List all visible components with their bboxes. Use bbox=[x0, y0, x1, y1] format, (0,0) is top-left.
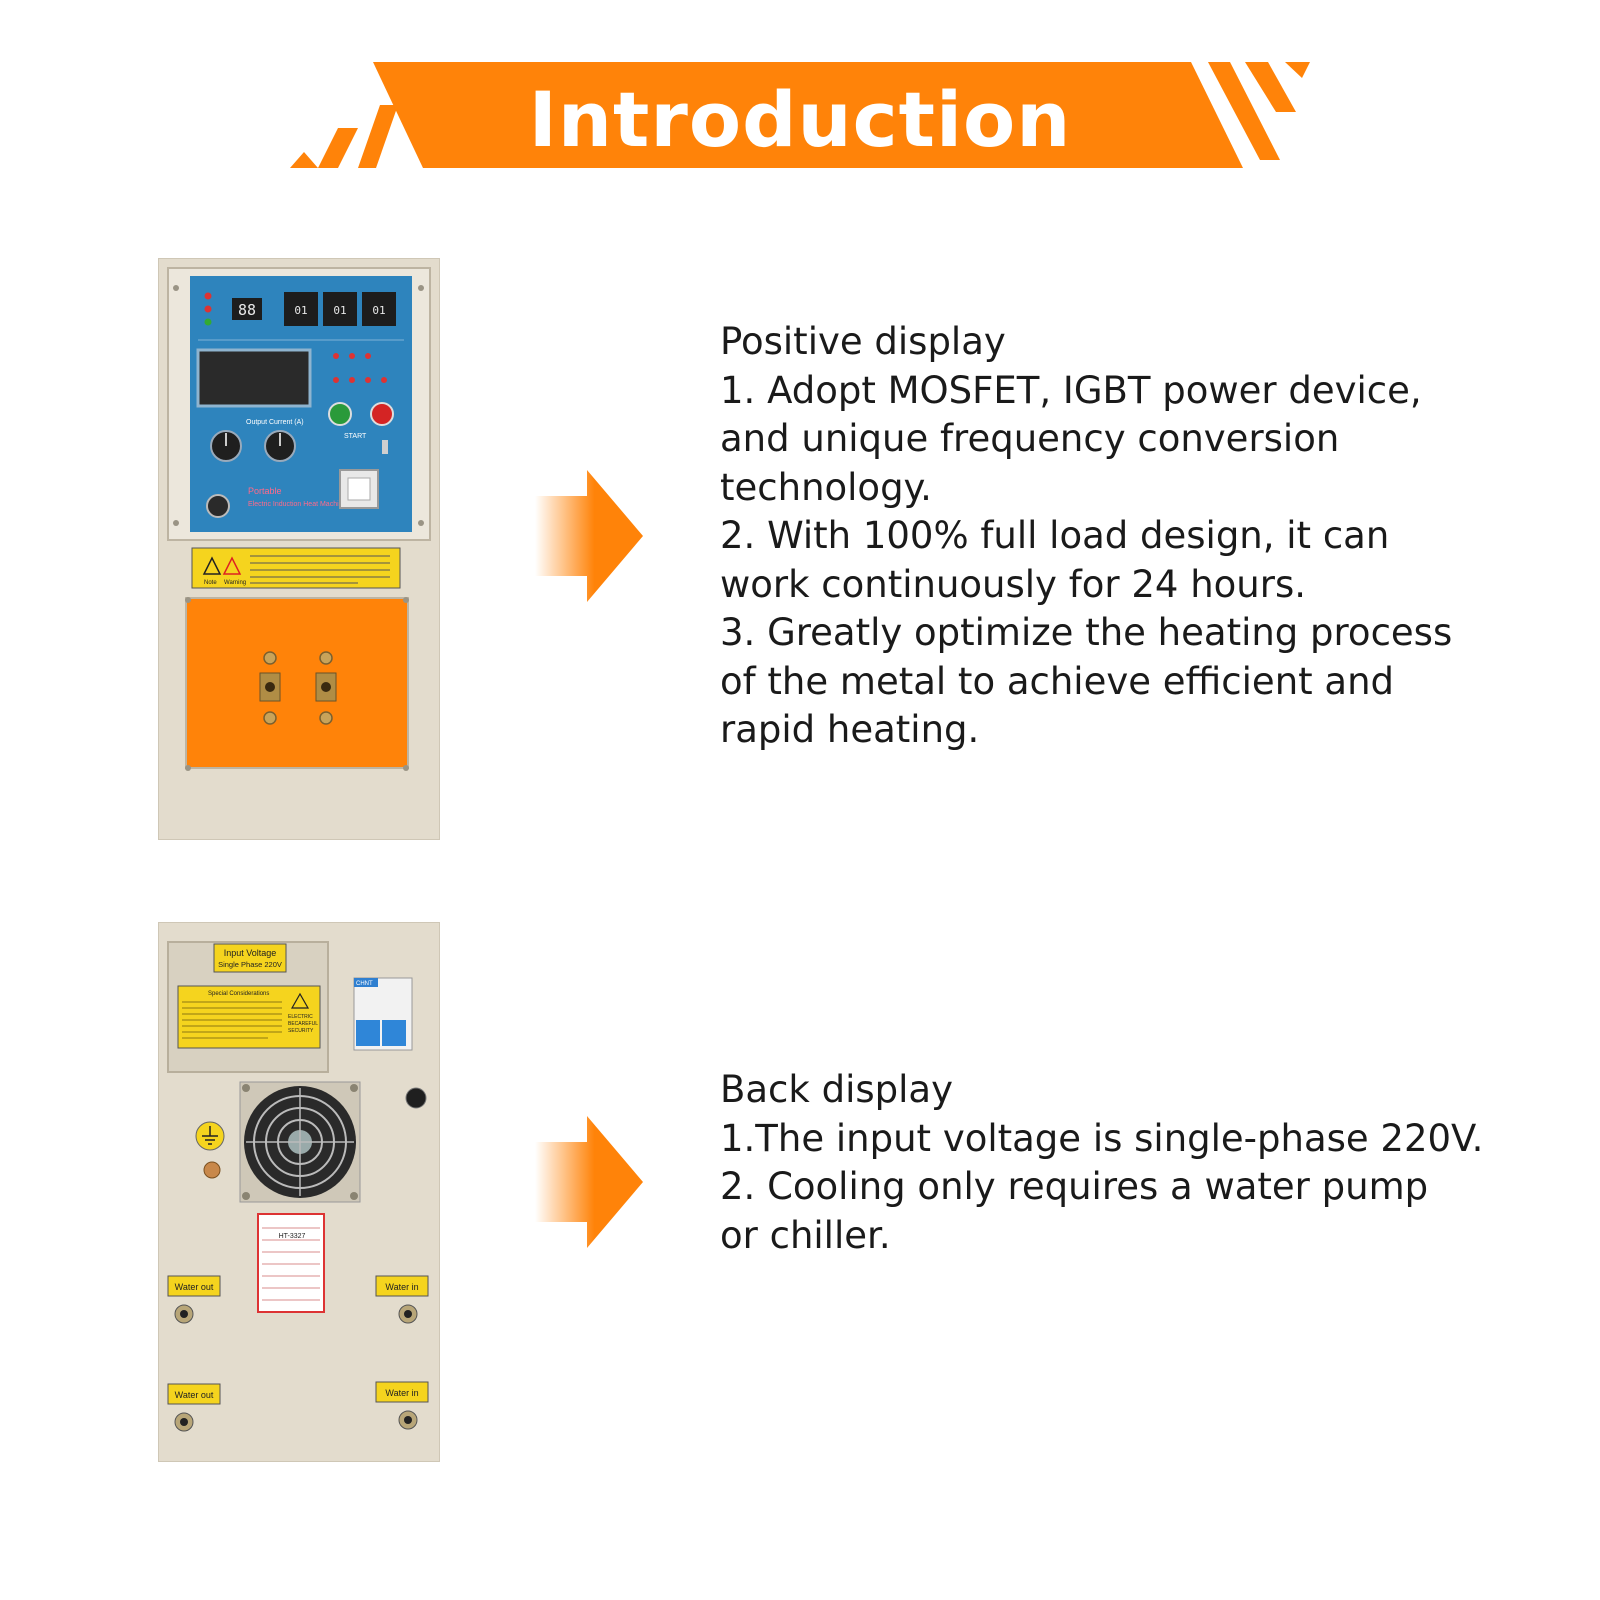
banner-stripe bbox=[1208, 62, 1280, 160]
back-machine-photo: Input Voltage Single Phase 220V Special … bbox=[158, 922, 440, 1462]
back-heading: Back display bbox=[720, 1068, 953, 1111]
input-voltage-line-1: Input Voltage bbox=[224, 948, 277, 958]
electric-text-1: ELECTRIC bbox=[288, 1014, 313, 1020]
front-line: work continuously for 24 hours. bbox=[720, 562, 1306, 606]
banner-band bbox=[373, 62, 1243, 168]
input-voltage-label bbox=[213, 943, 287, 973]
warning-word: Warning bbox=[224, 580, 246, 586]
electric-text-3: SECURITY bbox=[288, 1028, 314, 1034]
holding-time-display bbox=[323, 292, 357, 326]
current-display bbox=[196, 348, 312, 408]
introduction-banner: Introduction bbox=[0, 0, 1600, 200]
brand-line-2: Electric Induction Heat Machine bbox=[248, 501, 347, 508]
cooling-time-value: 01 bbox=[372, 304, 385, 317]
output-current-label: Output Current (A) bbox=[246, 419, 304, 426]
front-line: 3. Greatly optimize the heating process bbox=[720, 611, 1453, 654]
back-arrow-icon bbox=[535, 1116, 645, 1252]
fuse-holder[interactable] bbox=[405, 1087, 427, 1109]
page-title: Introduction bbox=[528, 75, 1072, 164]
front-line: rapid heating. bbox=[720, 708, 980, 751]
electric-text-2: BECAREFUL bbox=[288, 1021, 318, 1027]
back-line: 1.The input voltage is single-phase 220V… bbox=[720, 1116, 1484, 1160]
water-out-text: Water out bbox=[175, 1282, 214, 1292]
water-out-label bbox=[167, 1383, 221, 1405]
start-button[interactable] bbox=[328, 402, 352, 426]
water-out-label bbox=[167, 1275, 221, 1297]
product-certificate bbox=[257, 1213, 325, 1313]
toggle-switch[interactable] bbox=[382, 440, 388, 454]
water-in-text: Water in bbox=[385, 1388, 418, 1398]
output-terminals bbox=[259, 672, 337, 702]
input-voltage-line-2: Single Phase 220V bbox=[218, 960, 282, 969]
special-considerations-title: Special Considerations bbox=[208, 991, 269, 997]
holding-time-value: 01 bbox=[333, 304, 346, 317]
note-label: Note bbox=[204, 580, 217, 586]
front-line: of the metal to achieve efficient and bbox=[720, 659, 1395, 703]
front-line: 1. Adopt MOSFET, IGBT power device, bbox=[720, 368, 1422, 412]
model-number: HT-3327 bbox=[279, 1233, 306, 1240]
back-description: Back display 1.The input voltage is sing… bbox=[720, 1066, 1483, 1260]
breaker-brand: CHNT bbox=[356, 981, 373, 987]
banner-stripe bbox=[1285, 62, 1310, 78]
water-in-label bbox=[375, 1275, 429, 1297]
timer-display-value: 88 bbox=[238, 301, 256, 319]
indicator-light bbox=[204, 292, 212, 300]
sensor-connector[interactable] bbox=[206, 494, 230, 518]
banner-stripe bbox=[290, 152, 318, 168]
banner-shape bbox=[290, 62, 1310, 168]
front-line: technology. bbox=[720, 465, 932, 509]
cooling-time-display bbox=[362, 292, 396, 326]
water-out-text: Water out bbox=[175, 1390, 214, 1400]
banner-stripe bbox=[1245, 62, 1296, 112]
indicator-light bbox=[204, 305, 212, 313]
front-line: 2. With 100% full load design, it can bbox=[720, 514, 1390, 557]
front-description: Positive display 1. Adopt MOSFET, IGBT p… bbox=[720, 318, 1452, 755]
stop-button[interactable] bbox=[370, 402, 394, 426]
back-line: 2. Cooling only requires a water pump bbox=[720, 1165, 1429, 1208]
front-machine-photo: 88 01 01 01 START Output Current (A) Por… bbox=[158, 258, 440, 840]
front-line: and unique frequency conversion bbox=[720, 417, 1340, 460]
water-in-text: Water in bbox=[385, 1282, 418, 1292]
banner-stripe bbox=[358, 105, 398, 168]
front-arrow-icon bbox=[535, 470, 645, 606]
ground-terminal bbox=[203, 1161, 221, 1179]
output-plate bbox=[185, 597, 409, 769]
water-in-label bbox=[375, 1381, 429, 1403]
front-heading: Positive display bbox=[720, 320, 1006, 363]
heating-time-value: 01 bbox=[294, 304, 307, 317]
indicator-light bbox=[204, 318, 212, 326]
heating-time-display bbox=[284, 292, 318, 326]
banner-stripe bbox=[318, 128, 358, 168]
brand-line-1: Portable bbox=[248, 486, 282, 496]
start-label: START bbox=[344, 433, 367, 440]
timer-display bbox=[232, 298, 262, 320]
back-line: or chiller. bbox=[720, 1213, 891, 1257]
